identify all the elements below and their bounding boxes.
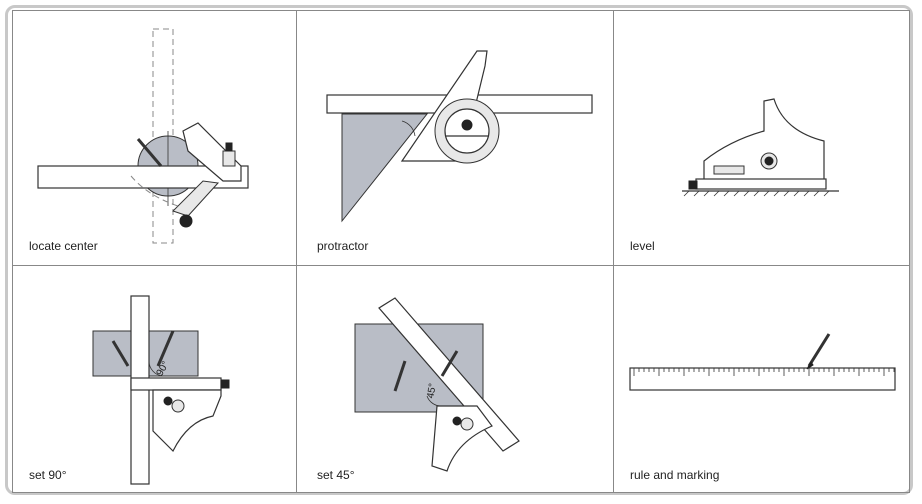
panel-rule-and-marking: rule and marking <box>614 266 911 494</box>
caption-rule-and-marking: rule and marking <box>630 468 720 482</box>
rule-and-marking-illustration <box>629 333 896 391</box>
caption-level: level <box>630 239 655 253</box>
caption-locate-center: locate center <box>29 239 98 253</box>
grid-divider-h <box>13 265 909 266</box>
locate-center-illustration <box>37 28 249 244</box>
panel-level: level <box>614 11 911 265</box>
set-45-illustration: 45° <box>354 297 520 472</box>
caption-set-90: set 90° <box>29 468 67 482</box>
angle-label-45: 45° <box>425 383 438 400</box>
set-90-illustration: 90° <box>92 295 230 485</box>
level-illustration <box>682 98 839 197</box>
caption-set-45: set 45° <box>317 468 355 482</box>
protractor-illustration <box>326 50 593 223</box>
panel-set-45: 45° set 45° <box>297 266 613 494</box>
diagram-grid: locate center protractor <box>12 10 910 493</box>
grid-divider-v2 <box>613 11 614 492</box>
panel-locate-center: locate center <box>13 11 296 265</box>
caption-protractor: protractor <box>317 239 369 253</box>
panel-set-90: 90° set 90° <box>13 266 296 494</box>
grid-divider-v1 <box>296 11 297 492</box>
panel-protractor: protractor <box>297 11 613 265</box>
